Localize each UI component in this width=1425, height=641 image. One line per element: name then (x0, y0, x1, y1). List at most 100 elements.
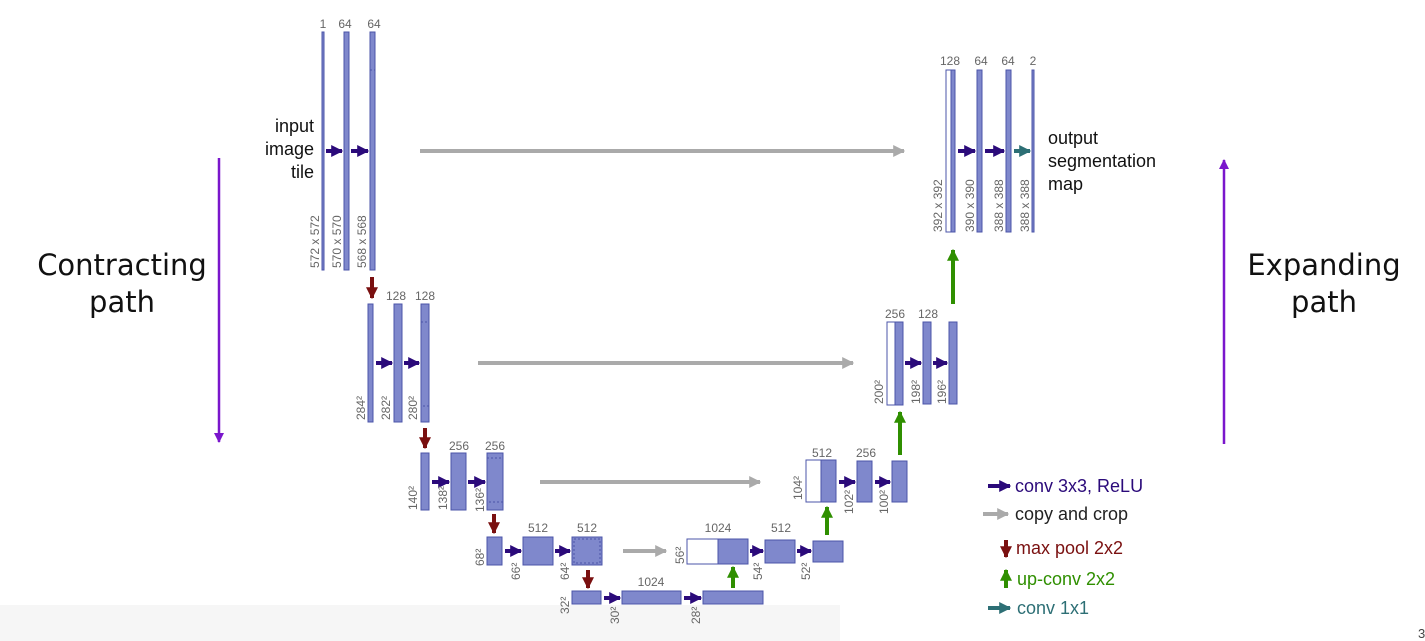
feature-map (764, 539, 796, 564)
feature-map (420, 452, 430, 511)
dim-label: 56² (673, 547, 687, 564)
channel-label: 64 (367, 17, 381, 31)
dim-label: 388 x 388 (992, 179, 1006, 232)
expanding-label-line1: Expanding (1247, 248, 1400, 282)
feature-map (812, 540, 844, 563)
dim-label: 140² (406, 486, 420, 510)
channel-label: 128 (386, 289, 406, 303)
dim-label: 196² (935, 380, 949, 404)
legend: conv 3x3, ReLU copy and crop max pool 2x… (983, 476, 1143, 618)
feature-map (343, 31, 350, 271)
crop-region (573, 538, 601, 564)
feature-map (856, 460, 873, 503)
cropped-copy-map (886, 321, 896, 406)
dim-label: 136² (473, 488, 487, 512)
legend-pool-label: max pool 2x2 (1016, 538, 1123, 558)
output-label-line1: output (1048, 128, 1098, 148)
crop-region (420, 321, 430, 407)
dim-label: 138² (436, 486, 450, 510)
feature-map (948, 321, 958, 405)
channel-label: 128 (940, 54, 960, 68)
dim-label: 32² (558, 597, 572, 614)
page-number: 3 (1418, 626, 1425, 641)
feature-map (1005, 69, 1012, 233)
feature-map (922, 321, 932, 405)
input-label-line2: image (265, 139, 314, 159)
feature-map (321, 31, 325, 271)
channel-label: 256 (449, 439, 469, 453)
output-map (1031, 69, 1035, 233)
cropped-copy-map (686, 538, 719, 565)
channel-label: 2 (1030, 54, 1037, 68)
input-label-line3: tile (291, 162, 314, 182)
channel-label: 64 (1001, 54, 1015, 68)
dim-label: 100² (877, 490, 891, 514)
feature-map (571, 536, 603, 566)
channel-label: 256 (856, 446, 876, 460)
dim-label: 568 x 568 (355, 215, 369, 268)
feature-map (486, 536, 503, 566)
channel-label: 256 (485, 439, 505, 453)
channel-label: 128 (918, 307, 938, 321)
channel-label: 256 (885, 307, 905, 321)
crop-region (486, 457, 504, 503)
feature-map (717, 538, 749, 565)
channel-label: 64 (338, 17, 352, 31)
dim-label: 28² (689, 607, 703, 624)
footer-band (0, 605, 840, 641)
cropped-copy-map (945, 69, 952, 233)
legend-copy-label: copy and crop (1015, 504, 1128, 524)
feature-map (486, 452, 504, 511)
channel-label: 512 (577, 521, 597, 535)
dim-label: 64² (558, 563, 572, 580)
dim-label: 572 x 572 (308, 215, 322, 268)
legend-conv1x1-label: conv 1x1 (1017, 598, 1089, 618)
dim-label: 570 x 570 (330, 215, 344, 268)
dim-label: 54² (751, 563, 765, 580)
channel-label: 128 (415, 289, 435, 303)
contracting-label-line2: path (89, 285, 155, 319)
channel-label: 512 (528, 521, 548, 535)
dim-label: 30² (608, 607, 622, 624)
dim-label: 388 x 388 (1018, 179, 1032, 232)
dim-label: 52² (799, 563, 813, 580)
output-label-line3: map (1048, 174, 1083, 194)
feature-map (367, 303, 374, 423)
channel-label: 1 (320, 17, 327, 31)
channel-label: 512 (771, 521, 791, 535)
channel-label: 1024 (705, 521, 732, 535)
feature-map (950, 69, 956, 233)
dim-label: 280² (406, 396, 420, 420)
dim-label: 200² (872, 380, 886, 404)
channel-label: 1024 (638, 575, 665, 589)
dim-label: 68² (473, 549, 487, 566)
input-label-line1: input (275, 116, 314, 136)
dim-label: 390 x 390 (963, 179, 977, 232)
dim-label: 66² (509, 563, 523, 580)
feature-map (522, 536, 554, 566)
contracting-label-line1: Contracting (37, 248, 207, 282)
cropped-copy-map (805, 459, 822, 503)
feature-map (621, 590, 682, 605)
feature-map (976, 69, 983, 233)
output-label-line2: segmentation (1048, 151, 1156, 171)
channel-label: 64 (974, 54, 988, 68)
legend-conv-label: conv 3x3, ReLU (1015, 476, 1143, 496)
dim-label: 198² (909, 380, 923, 404)
dim-label: 392 x 392 (931, 179, 945, 232)
dim-label: 284² (354, 396, 368, 420)
feature-map (571, 590, 602, 605)
feature-map (450, 452, 467, 511)
feature-map (894, 321, 904, 406)
feature-map (393, 303, 403, 423)
dim-label: 102² (842, 490, 856, 514)
feature-map (702, 590, 764, 605)
feature-map (891, 460, 908, 503)
expanding-label-line2: path (1291, 285, 1357, 319)
feature-map (369, 31, 376, 271)
legend-upconv-label: up-conv 2x2 (1017, 569, 1115, 589)
channel-label: 512 (812, 446, 832, 460)
dim-label: 104² (791, 476, 805, 500)
